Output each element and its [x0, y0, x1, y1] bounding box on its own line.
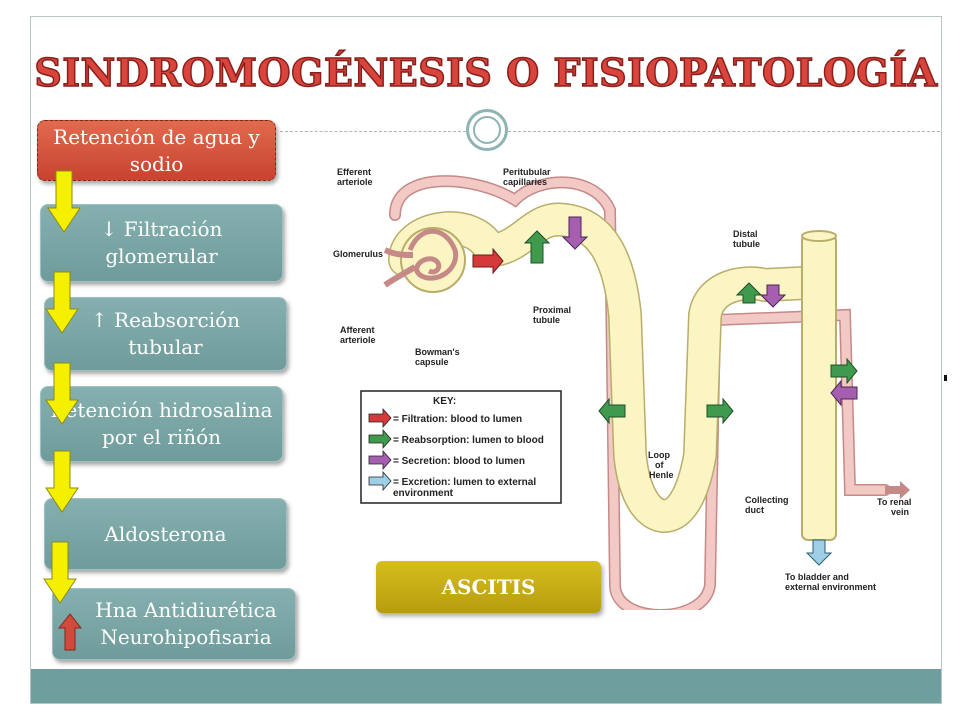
svg-text:environment: environment	[393, 488, 454, 499]
svg-text:= Filtration: blood to lumen: = Filtration: blood to lumen	[393, 414, 522, 425]
reabsorption-arrow-icon	[830, 357, 858, 385]
slide-title: SINDROMOGÉNESIS O FISIOPATOLOGÍA	[34, 49, 938, 96]
secretion-arrow-icon	[830, 379, 858, 407]
yellow-down-arrow-icon	[45, 271, 79, 334]
excretion-arrow-icon	[805, 539, 833, 566]
yellow-down-arrow-icon	[45, 362, 79, 425]
glomerulus	[383, 227, 466, 293]
reabsorption-arrow-icon	[706, 397, 734, 425]
collecting-duct	[801, 234, 837, 541]
svg-text:= Excretion: lumen to external: = Excretion: lumen to external	[393, 477, 536, 488]
yellow-down-arrow-icon	[45, 450, 79, 513]
box-retencion-hidrosalina: Retención hidrosalina por el riñón	[40, 386, 283, 462]
svg-text:= Secretion: blood to lumen: = Secretion: blood to lumen	[393, 456, 525, 467]
red-up-arrow-icon	[58, 613, 82, 651]
to-renal-vein-arrow-icon	[885, 481, 910, 499]
box-reabsorcion-tubular: ↑ Reabsorción tubular	[44, 297, 287, 371]
box-filtracion-glomerular: ↓ Filtración glomerular	[40, 204, 283, 282]
yellow-down-arrow-icon	[43, 541, 77, 604]
filtration-arrow-icon	[472, 247, 504, 275]
divider-left	[280, 131, 466, 132]
box-hna-antidiuretica: Hna Antidiurética Neurohipofisaria	[52, 588, 296, 660]
svg-text:= Reabsorption: lumen to blood: = Reabsorption: lumen to blood	[393, 435, 544, 446]
yellow-down-arrow-icon	[47, 170, 81, 233]
key-item-filtration: = Filtration: blood to lumen	[368, 407, 522, 429]
ring-ornament	[466, 109, 508, 151]
label-glomerulus: Glomerulus	[333, 249, 383, 259]
box-retencion-agua-sodio: Retención de agua y sodio	[37, 120, 276, 181]
reabsorption-arrow-icon	[523, 230, 551, 264]
key-item-reabsorption: = Reabsorption: lumen to blood	[368, 428, 544, 450]
secretion-arrow-icon	[759, 284, 787, 308]
key-item-secretion: = Secretion: blood to lumen	[368, 449, 525, 471]
edge-mark	[944, 375, 947, 381]
key-item-excretion: = Excretion: lumen to external environme…	[368, 470, 536, 499]
ascitis-box: ASCITIS	[376, 561, 601, 613]
bottom-band	[31, 669, 941, 703]
divider-right	[508, 131, 940, 132]
box-aldosterona: Aldosterona	[44, 498, 287, 570]
reabsorption-arrow-icon	[735, 282, 763, 304]
reabsorption-arrow-icon	[598, 397, 626, 425]
secretion-arrow-icon	[561, 216, 589, 250]
key-title: KEY:	[433, 396, 456, 407]
key-legend: KEY: = Filtration: blood to lumen = Reab…	[360, 390, 562, 504]
